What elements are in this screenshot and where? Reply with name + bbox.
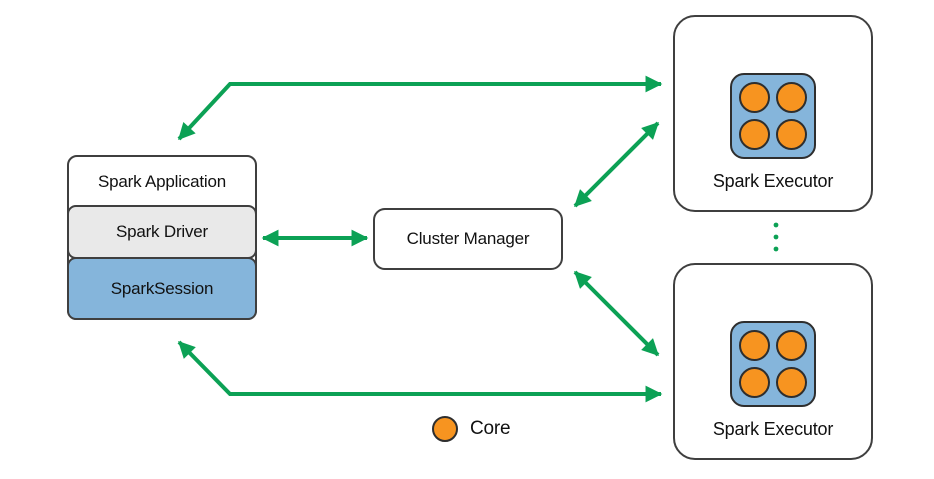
- arrow-cluster-manager-executor-top: [573, 121, 660, 208]
- core-icon: [739, 82, 770, 113]
- spark-application-label: Spark Application: [98, 172, 226, 191]
- node-spark-executor-top: Spark Executor: [673, 15, 873, 212]
- executors-ellipsis-icon: [773, 222, 779, 252]
- arrow-application-executor-bottom: [177, 340, 663, 403]
- spark-driver-label: Spark Driver: [115, 222, 209, 241]
- spark-executor-label: Spark Executor: [712, 171, 834, 191]
- executor-core-grid: [730, 321, 816, 407]
- core-icon: [739, 330, 770, 361]
- legend-label: Core: [470, 418, 511, 439]
- node-spark-executor-bottom: Spark Executor: [673, 263, 873, 460]
- spark-executor-label: Spark Executor: [712, 419, 834, 439]
- core-icon: [776, 82, 807, 113]
- arrow-application-executor-top: [177, 75, 663, 141]
- core-icon: [776, 367, 807, 398]
- core-icon: [776, 330, 807, 361]
- core-icon: [776, 119, 807, 150]
- core-icon: [739, 367, 770, 398]
- node-cluster-manager: Cluster Manager: [373, 208, 563, 270]
- legend-core: Core: [432, 416, 511, 442]
- core-icon: [432, 416, 458, 442]
- cluster-manager-label: Cluster Manager: [406, 229, 530, 248]
- node-spark-session: SparkSession: [67, 257, 257, 320]
- spark-session-label: SparkSession: [110, 278, 214, 298]
- core-icon: [739, 119, 770, 150]
- node-spark-driver: Spark Driver: [67, 205, 257, 259]
- arrow-cluster-manager-executor-bottom: [573, 270, 660, 357]
- executor-core-grid: [730, 73, 816, 159]
